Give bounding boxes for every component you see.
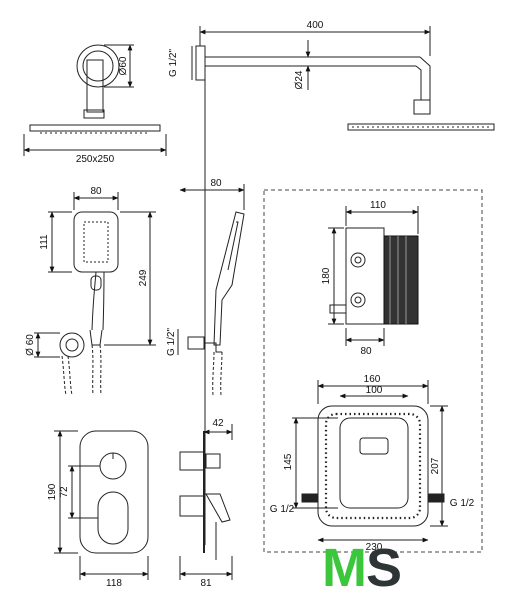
lever-side	[205, 493, 231, 523]
shower-head-plate	[29, 124, 161, 132]
wall-flange-label: Ø60	[118, 56, 129, 75]
holder-diameter-label: Ø 60	[25, 334, 36, 356]
hand-shower-side	[213, 211, 245, 346]
ceiling-joint	[413, 99, 431, 115]
wall-mount	[195, 45, 206, 81]
inlet-left	[301, 493, 319, 503]
arm-stem	[86, 59, 104, 113]
brand-logo: M S	[322, 540, 412, 596]
arm-elbow	[415, 56, 431, 101]
handshower-face-label: 111	[39, 234, 50, 250]
plate-width-label: 118	[106, 578, 122, 589]
handshower-length-label: 249	[138, 269, 149, 286]
hand-shower-view	[34, 192, 156, 396]
hand-shower-head	[73, 211, 119, 273]
inlet-left-label: G 1/2	[270, 504, 295, 515]
hose-connector	[89, 329, 103, 346]
cutout	[339, 417, 409, 509]
cover-inner-label: 100	[366, 385, 383, 396]
mixer-projection-label: 42	[212, 418, 224, 429]
box-front-view	[292, 380, 448, 543]
mixer-front-view	[54, 430, 149, 580]
cutout-window	[359, 437, 389, 455]
rail-offset-label: 80	[210, 178, 222, 189]
holder-circle	[59, 332, 85, 358]
knob-side	[205, 453, 221, 469]
right-head-plate	[347, 123, 495, 131]
box-port-bottom	[350, 292, 366, 308]
arm-tube-label: Ø24	[294, 70, 305, 89]
box-port-top	[350, 252, 366, 268]
box-depth-label: 80	[360, 346, 372, 357]
hose	[91, 344, 102, 396]
mixer-body-bottom	[179, 495, 205, 517]
mixer-depth-label: 81	[200, 578, 212, 589]
mixer-body-top	[179, 451, 205, 471]
mixer-plate	[79, 430, 149, 554]
logo-letter-m: M	[322, 538, 367, 598]
logo-letter-s: S	[366, 538, 402, 598]
head-size-label: 250x250	[76, 154, 115, 165]
mixer-side-view	[179, 424, 233, 580]
arm-length-label: 400	[307, 20, 324, 31]
hose-thread-label: G 1/2"	[166, 328, 177, 356]
wall-flange-circle	[76, 44, 120, 88]
mixer-lever	[97, 491, 129, 545]
box-full-height-label: 207	[430, 457, 441, 474]
box-height-label: 180	[321, 267, 332, 284]
handshower-width-label: 80	[90, 186, 102, 197]
plate-height-label: 190	[47, 483, 58, 500]
flange-inner-circle	[82, 50, 114, 82]
lever-offset-label: 72	[59, 486, 70, 498]
box-width-label: 110	[370, 200, 386, 211]
box-section-view	[328, 206, 419, 346]
box-bottom-width-label: 230	[366, 542, 383, 553]
concealed-box-frame	[263, 189, 483, 553]
cutout-height-label: 145	[283, 453, 294, 470]
wall-outlet	[187, 336, 205, 350]
box-body	[345, 227, 385, 325]
arm-thread-label: G 1/2"	[168, 49, 179, 77]
cover-width-label: 160	[364, 374, 381, 385]
head-neck	[83, 109, 105, 119]
box-insulation	[383, 235, 419, 325]
rail-side-view	[177, 184, 245, 396]
spray-button	[90, 275, 102, 291]
screw-holes	[324, 412, 422, 520]
box-outer-frame	[317, 405, 429, 527]
wall-arm-view	[191, 26, 495, 545]
overhead-shower-side-view	[23, 44, 167, 156]
inlet-right-label: G 1/2	[450, 498, 475, 509]
